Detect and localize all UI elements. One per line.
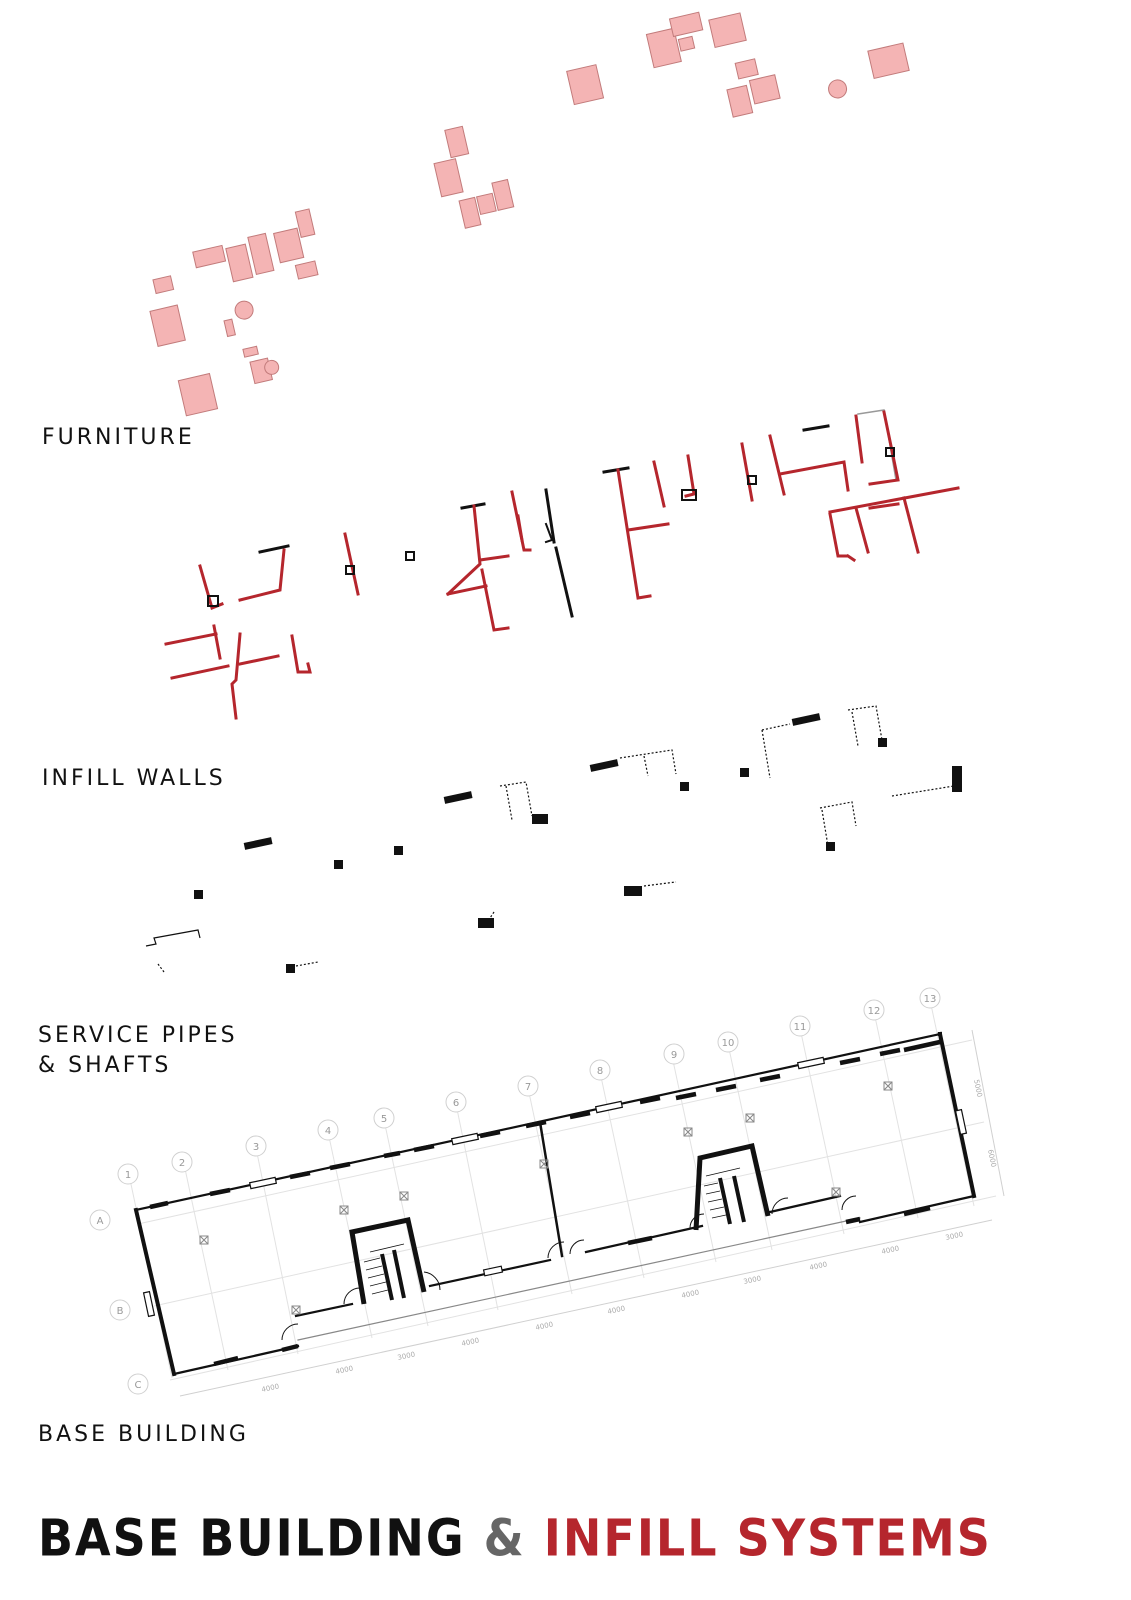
svg-text:10: 10 [722,1038,735,1049]
svg-text:4000: 4000 [535,1320,554,1332]
service-pipes-layer [145,705,962,973]
base-building-label: BASE BUILDING [38,1422,249,1447]
svg-text:3000: 3000 [397,1350,416,1362]
service-pipes-label-line1: SERVICE PIPES [38,1023,238,1048]
infill-walls-label: INFILL WALLS [42,766,226,791]
service-pipes-label: SERVICE PIPES & SHAFTS [38,1021,238,1081]
title-ampersand: & [483,1508,526,1568]
svg-text:1: 1 [125,1170,131,1181]
svg-text:4000: 4000 [881,1244,900,1256]
service-pipes-label-line2: & SHAFTS [38,1053,172,1078]
svg-text:5000: 5000 [972,1079,984,1098]
svg-text:3000: 3000 [743,1274,762,1286]
svg-text:6000: 6000 [986,1149,998,1168]
furniture-label: FURNITURE [42,425,195,450]
svg-text:4000: 4000 [461,1336,480,1348]
svg-text:4000: 4000 [607,1304,626,1316]
svg-text:C: C [135,1380,142,1391]
page-title: BASE BUILDING & INFILL SYSTEMS [38,1508,992,1567]
svg-text:5: 5 [381,1114,387,1125]
furniture-layer [149,11,910,417]
svg-text:2: 2 [179,1158,185,1169]
svg-text:4000: 4000 [335,1364,354,1376]
svg-text:4000: 4000 [809,1260,828,1272]
svg-text:6: 6 [453,1098,459,1109]
infill-walls-layer [164,409,960,720]
svg-text:B: B [117,1306,124,1317]
svg-text:A: A [97,1216,104,1227]
base-building-layer: 1 2 3 4 5 6 7 8 9 10 11 12 13 A B C 4000… [89,987,1005,1397]
svg-text:3000: 3000 [945,1230,964,1242]
title-part-base-building: BASE BUILDING [38,1508,466,1568]
svg-text:7: 7 [525,1082,531,1093]
svg-text:4: 4 [325,1126,331,1137]
svg-text:3: 3 [253,1142,259,1153]
svg-text:11: 11 [794,1022,807,1033]
svg-text:13: 13 [924,994,937,1005]
svg-text:9: 9 [671,1050,677,1061]
title-part-infill-systems: INFILL SYSTEMS [543,1508,992,1568]
svg-text:4000: 4000 [681,1288,700,1300]
svg-text:12: 12 [868,1006,881,1017]
svg-text:8: 8 [597,1066,603,1077]
svg-text:4000: 4000 [261,1382,280,1394]
